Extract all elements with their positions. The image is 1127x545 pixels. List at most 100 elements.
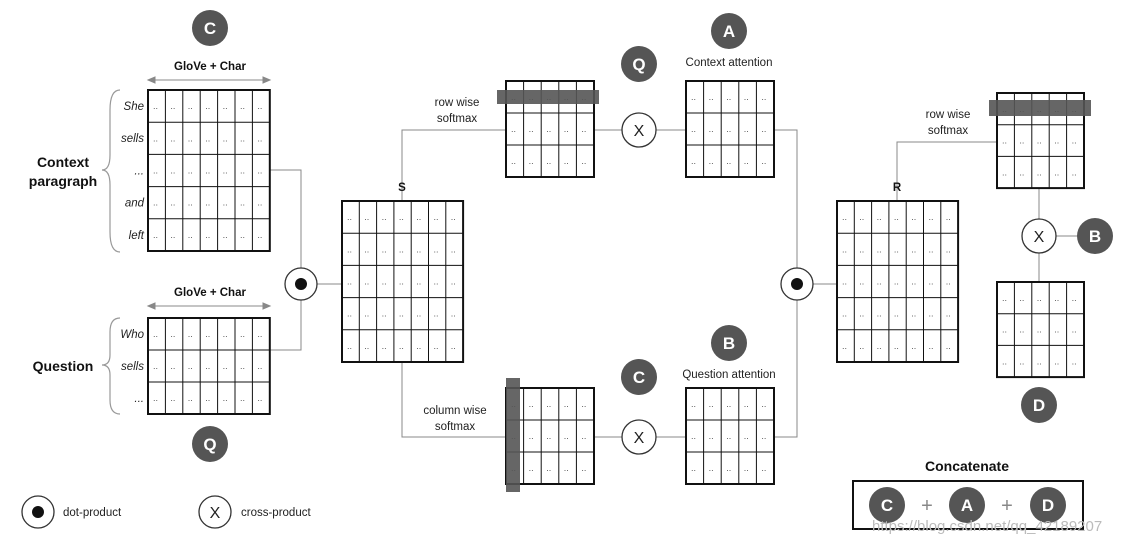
- r-matrix-label: R: [893, 182, 902, 194]
- matrix-cell: ..: [188, 230, 193, 240]
- matrix-cell: ..: [726, 156, 731, 166]
- matrix-cell: ..: [399, 277, 404, 287]
- badge-b-mid: B: [711, 325, 747, 361]
- s-matrix-label: S: [398, 182, 406, 194]
- matrix-cell: ..: [744, 124, 749, 134]
- matrix-cell: ..: [451, 244, 456, 254]
- svg-text:D: D: [1042, 496, 1054, 515]
- matrix-cell: ..: [434, 309, 439, 319]
- matrix-cell: ..: [877, 277, 882, 287]
- matrix-cell: ..: [399, 341, 404, 351]
- matrix-cell: ..: [205, 329, 210, 339]
- matrix-cell: ..: [877, 212, 882, 222]
- context-word: and: [125, 198, 145, 210]
- matrix-cell: ..: [188, 198, 193, 208]
- matrix-cell: ..: [709, 156, 714, 166]
- matrix-cell: ..: [1072, 325, 1077, 335]
- matrix-cell: ..: [240, 198, 245, 208]
- cross-product-operator-3: X: [1021, 218, 1057, 254]
- concat-badge-d: D: [1030, 487, 1066, 523]
- row-wise-softmax-label-1b: softmax: [437, 113, 478, 125]
- matrix-cell: ..: [564, 463, 569, 473]
- matrix-cell: ..: [1019, 325, 1024, 335]
- matrix-cell: ..: [364, 309, 369, 319]
- svg-text:Q: Q: [632, 55, 645, 74]
- matrix-cell: ..: [257, 166, 262, 176]
- concatenate-label: Concatenate: [925, 458, 1009, 474]
- glove-arrow-top: [146, 76, 272, 84]
- legend-cross-product: X cross-product: [198, 495, 311, 529]
- matrix-cell: ..: [894, 309, 899, 319]
- matrix-cell: ..: [240, 133, 245, 143]
- matrix-cell: ..: [416, 244, 421, 254]
- matrix-cell: ..: [223, 101, 228, 111]
- question-attention-matrix: ..............................: [685, 387, 775, 485]
- matrix-cell: ..: [223, 198, 228, 208]
- matrix-cell: ..: [153, 198, 158, 208]
- matrix-cell: ..: [434, 277, 439, 287]
- connector-line: [401, 362, 506, 438]
- question-word: sells: [121, 361, 144, 373]
- matrix-cell: ..: [894, 277, 899, 287]
- matrix-cell: ..: [946, 212, 951, 222]
- concat-badge-a: A: [949, 487, 985, 523]
- matrix-cell: ..: [709, 431, 714, 441]
- matrix-cell: ..: [529, 399, 534, 409]
- matrix-cell: ..: [188, 166, 193, 176]
- connector-line: [270, 300, 302, 351]
- matrix-cell: ..: [859, 341, 864, 351]
- matrix-cell: ..: [946, 244, 951, 254]
- matrix-cell: ..: [1019, 356, 1024, 366]
- matrix-cell: ..: [894, 341, 899, 351]
- matrix-cell: ..: [240, 393, 245, 403]
- matrix-cell: ..: [1002, 293, 1007, 303]
- matrix-cell: ..: [877, 341, 882, 351]
- matrix-cell: ..: [1072, 356, 1077, 366]
- matrix-cell: ..: [744, 92, 749, 102]
- badge-d-right: D: [1021, 387, 1057, 423]
- matrix-cell: ..: [946, 341, 951, 351]
- svg-text:B: B: [723, 334, 735, 353]
- question-embedding-matrix: ........................................…: [147, 317, 271, 415]
- matrix-cell: ..: [205, 361, 210, 371]
- matrix-cell: ..: [842, 244, 847, 254]
- matrix-cell: ..: [511, 124, 516, 134]
- matrix-cell: ..: [564, 156, 569, 166]
- dot-product-operator-1: [284, 267, 318, 301]
- matrix-cell: ..: [761, 124, 766, 134]
- question-label: Question: [33, 358, 94, 374]
- matrix-cell: ..: [188, 329, 193, 339]
- glove-arrow-bottom: [146, 302, 272, 310]
- matrix-cell: ..: [382, 309, 387, 319]
- matrix-cell: ..: [170, 230, 175, 240]
- matrix-cell: ..: [364, 277, 369, 287]
- matrix-cell: ..: [170, 198, 175, 208]
- dot-product-operator-2: [780, 267, 814, 301]
- matrix-cell: ..: [911, 244, 916, 254]
- matrix-cell: ..: [1037, 136, 1042, 146]
- matrix-cell: ..: [170, 166, 175, 176]
- matrix-cell: ..: [1072, 167, 1077, 177]
- matrix-cell: ..: [842, 277, 847, 287]
- matrix-cell: ..: [223, 361, 228, 371]
- matrix-cell: ..: [223, 166, 228, 176]
- svg-text:Q: Q: [203, 435, 216, 454]
- matrix-cell: ..: [153, 393, 158, 403]
- matrix-cell: ..: [416, 341, 421, 351]
- svg-text:A: A: [961, 496, 973, 515]
- matrix-cell: ..: [347, 277, 352, 287]
- matrices: ........................................…: [147, 80, 1085, 485]
- context-paragraph-label-2: paragraph: [29, 173, 97, 189]
- glove-char-label-top: GloVe + Char: [174, 61, 246, 73]
- matrix-cell: ..: [911, 277, 916, 287]
- matrix-cell: ..: [691, 92, 696, 102]
- context-word: She: [124, 101, 144, 113]
- matrix-cell: ..: [581, 124, 586, 134]
- matrix-cell: ..: [691, 431, 696, 441]
- matrix-cell: ..: [205, 166, 210, 176]
- badge-b-right: B: [1077, 218, 1113, 254]
- matrix-cell: ..: [205, 198, 210, 208]
- matrix-cell: ..: [153, 166, 158, 176]
